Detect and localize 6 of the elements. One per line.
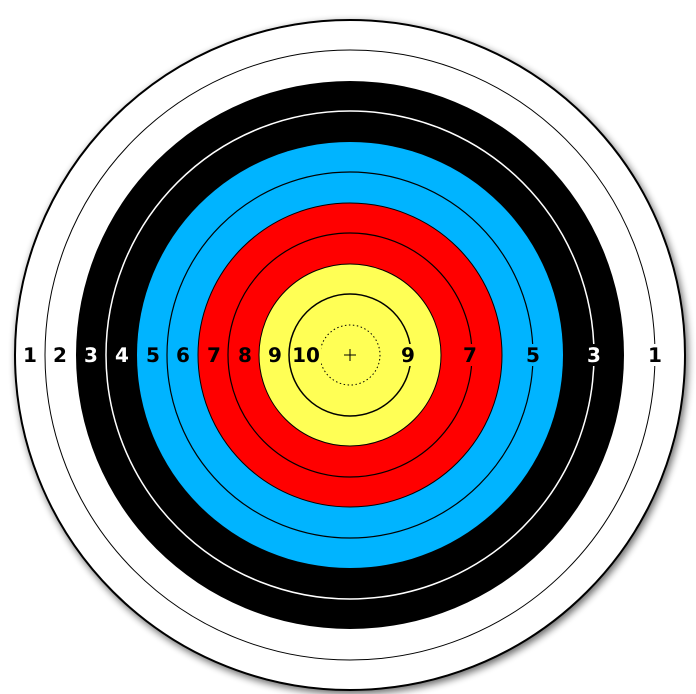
ring-score-number: 9 xyxy=(400,344,416,366)
ring-score-number: 5 xyxy=(525,344,541,366)
ring-score-number: 10 xyxy=(291,344,321,366)
ring-score-number: 7 xyxy=(462,344,478,366)
ring-score-number: 3 xyxy=(586,344,602,366)
ring-score-number: 1 xyxy=(647,344,663,366)
